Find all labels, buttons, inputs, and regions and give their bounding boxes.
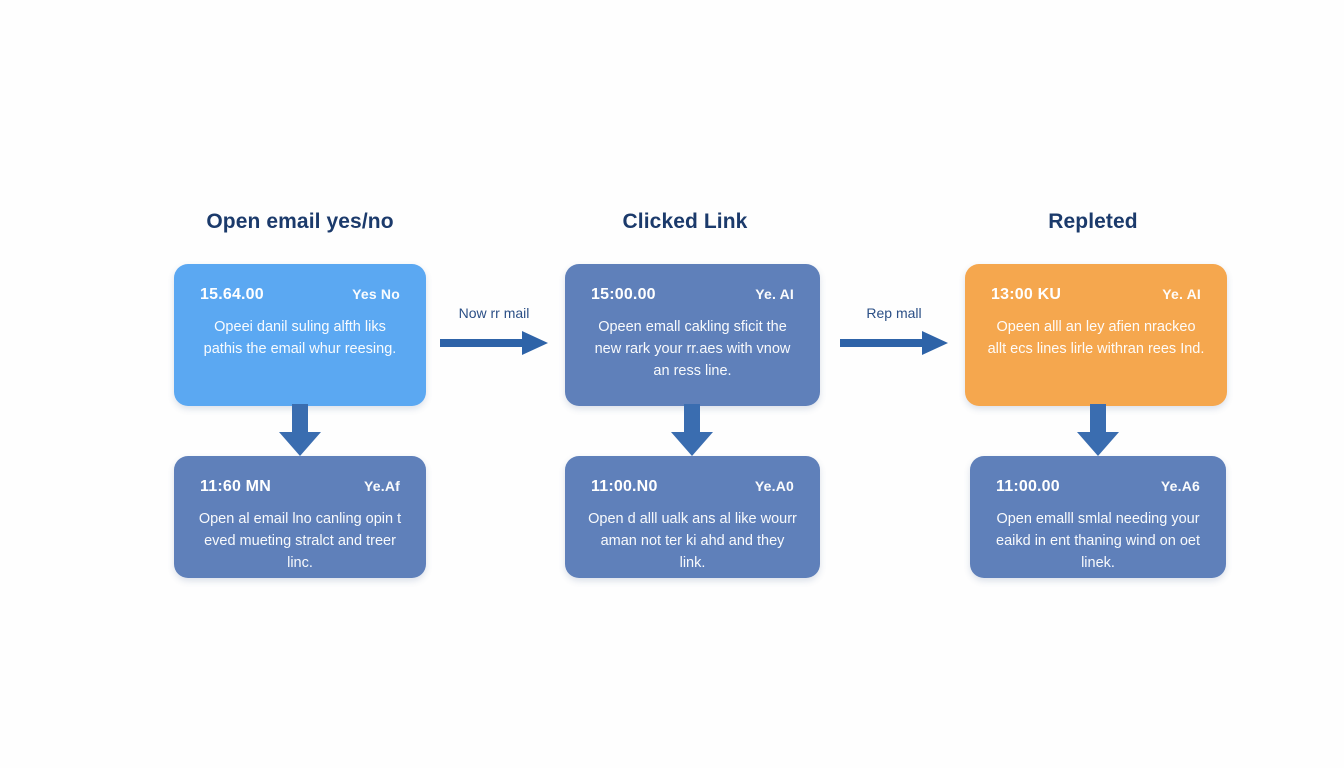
card-col1-bottom[interactable]: 11:60 MN Ye.Af Open al email lno canling… [174,456,426,578]
card-header: 13:00 KU Ye. AI [983,286,1209,304]
card-header: 11:00.00 Ye.A6 [988,478,1208,496]
card-header: 15:00.00 Ye. AI [583,286,802,304]
arrow-right-icon [440,331,548,355]
arrow-right-icon [840,331,948,355]
card-header: 11:00.N0 Ye.A0 [583,478,802,496]
card-time: 11:00.N0 [591,478,658,495]
column-title-2: Clicked Link [622,210,748,233]
arrow-down-col2 [664,404,720,458]
card-col3-top[interactable]: 13:00 KU Ye. AI Opeen alll an ley afien … [965,264,1227,406]
card-time: 11:00.00 [996,478,1060,495]
card-time: 13:00 KU [991,286,1062,303]
arrow-down-icon [1077,404,1119,456]
connector-label-2: Rep mall [866,305,922,321]
card-col3-bottom[interactable]: 11:00.00 Ye.A6 Open emalll smlal needing… [970,456,1226,578]
card-col2-bottom[interactable]: 11:00.N0 Ye.A0 Open d alll ualk ans al l… [565,456,820,578]
card-tag: Yes No [352,286,400,302]
card-time: 15:00.00 [591,286,656,303]
card-body: Opeei danil suling alfth liks pathis the… [203,319,397,358]
arrow-down-col1 [272,404,328,458]
connector-label-1: Now rr mail [458,305,530,321]
card-tag: Ye. AI [1162,286,1201,302]
card-body: Opeen emall cakling sficit the new rark … [594,319,791,380]
arrow-down-icon [671,404,713,456]
column-title-1: Open email yes/no [206,210,394,233]
card-body: Open d alll ualk ans al like wourr aman … [588,511,797,572]
card-col1-top[interactable]: 15.64.00 Yes No Opeei danil suling alfth… [174,264,426,406]
connector-arrow-2 [840,330,950,356]
card-body: Open al email lno canling opin t eved mu… [198,511,402,572]
card-tag: Ye.A0 [754,478,794,494]
card-col2-top[interactable]: 15:00.00 Ye. AI Opeen emall cakling sfic… [565,264,820,406]
arrow-down-col3 [1070,404,1126,458]
card-time: 15.64.00 [200,286,264,303]
card-tag: Ye. AI [755,286,794,302]
card-header: 11:60 MN Ye.Af [192,478,408,496]
card-header: 15.64.00 Yes No [192,286,408,304]
card-tag: Ye.A6 [1160,478,1200,494]
connector-arrow-1 [440,330,550,356]
card-tag: Ye.Af [363,478,400,494]
arrow-down-icon [279,404,321,456]
card-body: Open emalll smlal needing your eaikd in … [996,511,1200,572]
column-title-3: Repleted [1048,210,1138,233]
card-body: Opeen alll an ley afien nrackeo allt ecs… [987,319,1205,358]
card-time: 11:60 MN [200,478,271,495]
